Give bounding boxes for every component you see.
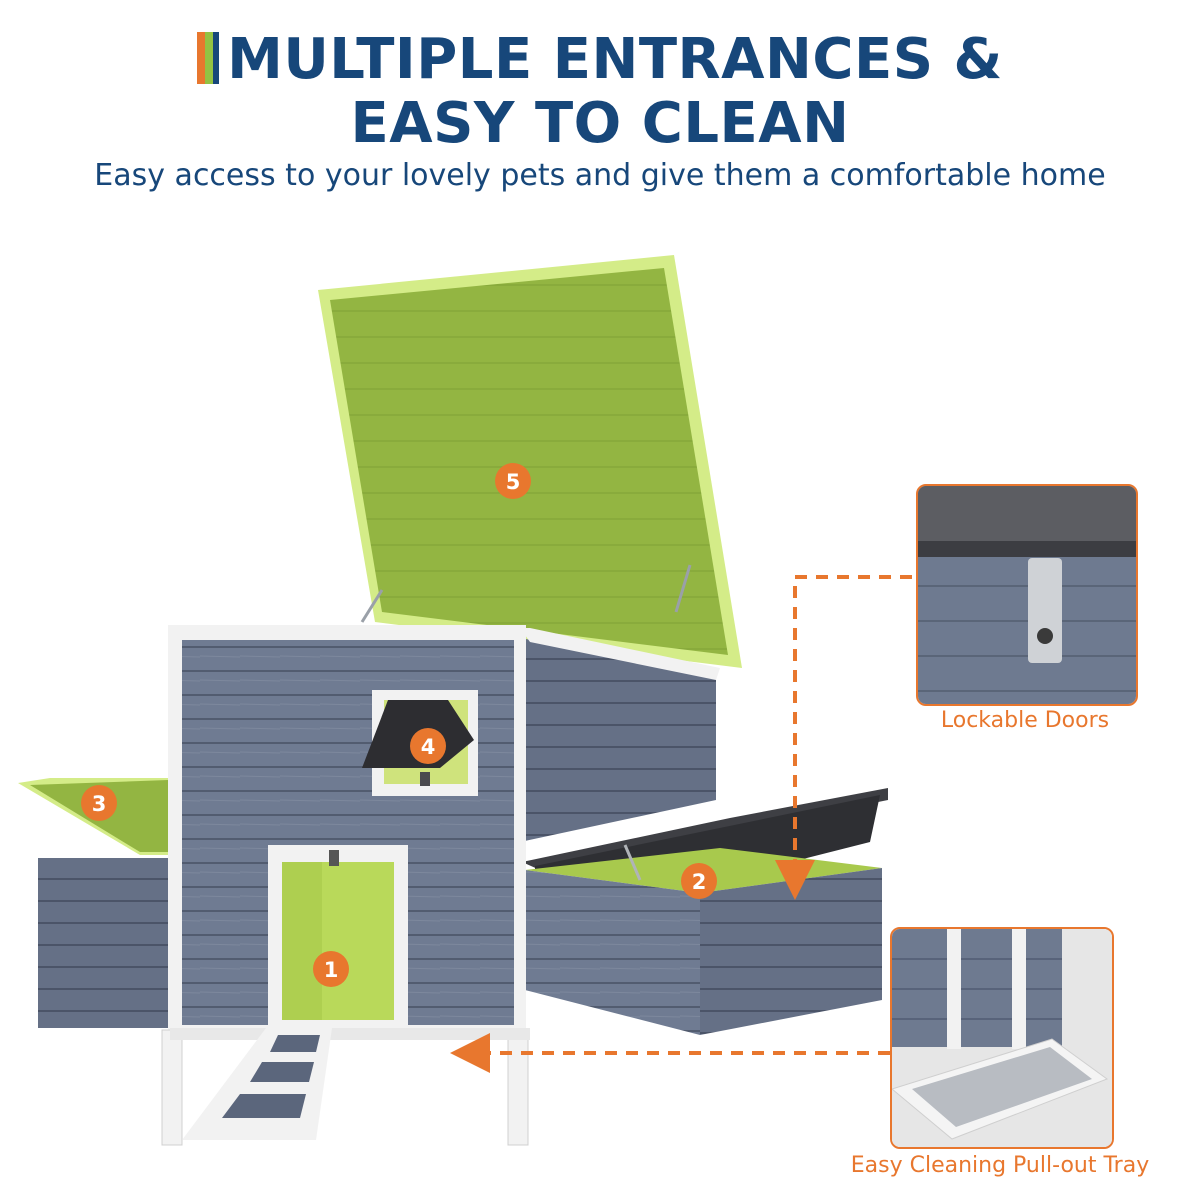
- lid-strut-left: [360, 589, 384, 623]
- lock-latch: [1028, 558, 1062, 663]
- title-line-1: MULTIPLE ENTRANCES &: [227, 27, 1003, 92]
- tray-caption: Easy Cleaning Pull-out Tray: [850, 1153, 1150, 1178]
- subtitle: Easy access to your lovely pets and give…: [94, 158, 1106, 193]
- marker-2-label: 2: [692, 870, 707, 894]
- marker-2: 2: [681, 863, 717, 899]
- lock-keyhole-icon: [1037, 628, 1053, 644]
- title-line-2: EASY TO CLEAN: [350, 91, 850, 156]
- page-title: MULTIPLE ENTRANCES & EASY TO CLEAN: [0, 28, 1200, 156]
- marker-5-label: 5: [506, 470, 521, 494]
- front-door-opening: [268, 845, 408, 1025]
- lock-caption: Lockable Doors: [940, 708, 1110, 733]
- top-lid: [318, 255, 742, 668]
- tray-detail-photo: [890, 927, 1114, 1149]
- marker-4-label: 4: [421, 735, 436, 759]
- marker-3: 3: [81, 785, 117, 821]
- marker-5: 5: [495, 463, 531, 499]
- marker-3-label: 3: [92, 792, 107, 816]
- marker-1-label: 1: [324, 958, 339, 982]
- lock-detail-photo: [916, 484, 1138, 706]
- marker-1: 1: [313, 951, 349, 987]
- ramp: [182, 1028, 332, 1140]
- lid-strut-right: [674, 564, 692, 613]
- title-accent-bars: [197, 32, 221, 84]
- marker-4: 4: [410, 728, 446, 764]
- lock-callout-arrow: [775, 575, 912, 900]
